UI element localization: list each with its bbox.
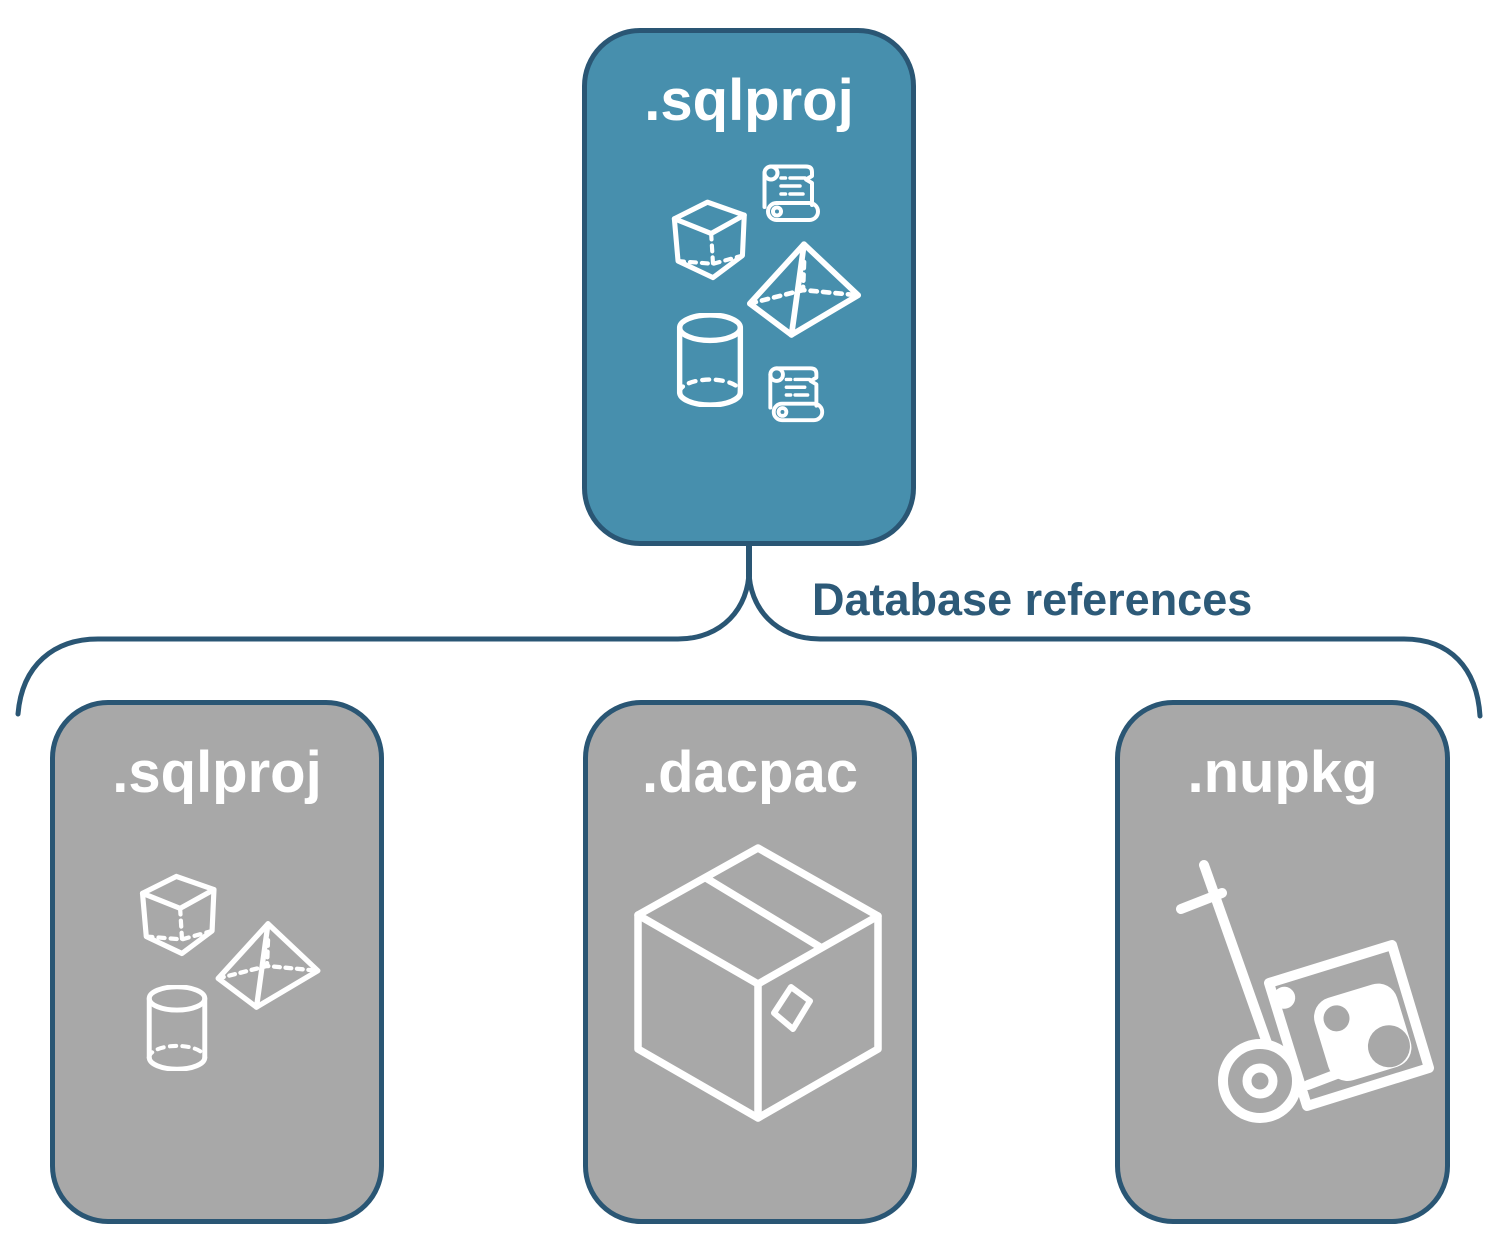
node-root-label: .sqlproj: [644, 68, 854, 133]
brace-left-arm: [15, 567, 752, 717]
connector-label: Database references: [812, 574, 1253, 625]
scroll-icon: [768, 366, 825, 423]
node-child-nupkg-label: .nupkg: [1187, 740, 1378, 805]
cylinder-icon: [146, 985, 208, 1071]
node-child-dacpac: .dacpac: [583, 700, 917, 1224]
node-child-sqlproj-label: .sqlproj: [112, 740, 322, 805]
pyramid-icon: [215, 921, 321, 1010]
scroll-icon: [762, 164, 820, 222]
package-box-icon: [634, 844, 882, 1122]
pyramid-icon: [746, 241, 862, 338]
node-child-dacpac-label: .dacpac: [642, 740, 858, 805]
cube-icon: [139, 873, 217, 957]
cube-icon: [671, 199, 747, 281]
cylinder-icon: [676, 313, 744, 407]
hand-truck-icon: [1176, 860, 1434, 1123]
node-child-nupkg: .nupkg: [1115, 700, 1450, 1224]
node-root-sqlproj: .sqlproj: [582, 28, 916, 546]
node-child-sqlproj: .sqlproj: [50, 700, 384, 1224]
